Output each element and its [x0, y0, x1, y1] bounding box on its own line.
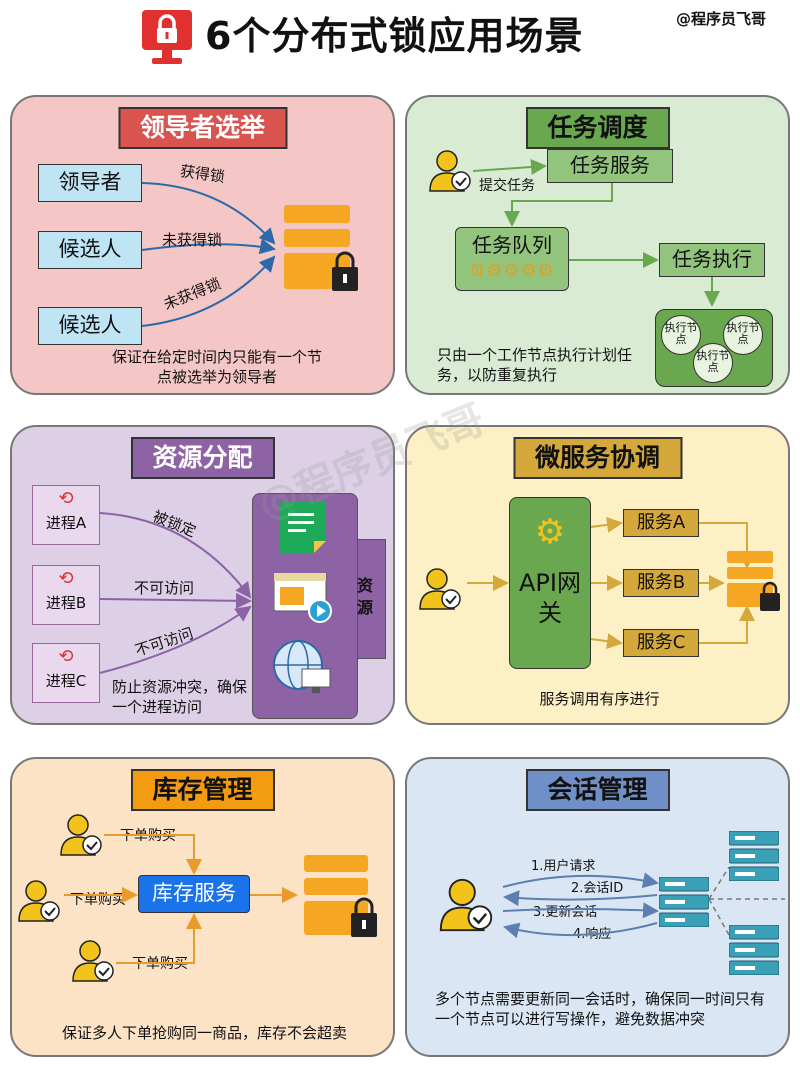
inventory-panel: 库存管理 下单购买 下单购买 下单购买 库存服务 保证多人下单抢购同一商品，库存… — [10, 757, 395, 1057]
user-icon-2 — [419, 568, 461, 610]
session-server-node-2-icon — [729, 925, 779, 975]
candidate-node-1: 候选人 — [38, 231, 142, 269]
exec-node-2-label: 执行节点 — [726, 321, 760, 346]
process-a-label: 进程A — [45, 514, 87, 532]
service-b: 服务B — [623, 569, 699, 597]
task-caption: 只由一个工作节点执行计划任务，以防重复执行 — [437, 346, 633, 384]
exec-node-2: 执行节点 — [723, 315, 763, 355]
session-server-node-1-icon — [729, 831, 779, 881]
service-c: 服务C — [623, 629, 699, 657]
inventory-service-box: 库存服务 — [138, 875, 250, 913]
inventory-caption: 保证多人下单抢购同一商品，库存不会超卖 — [61, 1024, 347, 1042]
page-title: 6个分布式锁应用场景 — [205, 14, 584, 58]
task-executor-box: 任务执行 — [659, 243, 765, 277]
microservice-title: 微服务协调 — [512, 437, 683, 479]
microservice-caption: 服务调用有序进行 — [539, 690, 660, 708]
service-a: 服务A — [623, 509, 699, 537]
video-window-icon — [274, 573, 332, 623]
process-a: ⟲ 进程A — [32, 485, 100, 545]
process-a-icon: ⟲ — [58, 488, 74, 509]
microservice-panel: 微服务协调 ⚙ API网关 服务A 服务B 服务C 服务调用有序进行 — [405, 425, 790, 725]
buyer-icon-3 — [72, 940, 114, 982]
leader-caption: 保证在给定时间内只能有一个节点被选举为领导者 — [112, 348, 323, 386]
process-c-label: 进程C — [45, 672, 87, 690]
buyer-icon-2 — [18, 880, 60, 922]
leader-election-title: 领导者选举 — [117, 107, 288, 149]
api-gateway-box: ⚙ API网关 — [509, 497, 591, 669]
task-service-box: 任务服务 — [547, 149, 673, 183]
exec-node-3-label: 执行节点 — [696, 349, 730, 374]
process-b-label: 进程B — [45, 594, 87, 612]
network-globe-icon — [273, 640, 331, 693]
buyer-icon-1 — [60, 814, 102, 856]
resource-allocation-panel: 资源分配 ⟲ 进程A ⟲ 进程B ⟲ 进程C 被锁定 不可访问 不可访问 资源 — [10, 425, 395, 725]
session-panel: 会话管理 1.用户请求 2.会话ID 3.更新会话 4.响应 多个节点需要更新同… — [405, 757, 790, 1057]
inventory-arrows — [64, 834, 298, 964]
task-arrows — [472, 158, 720, 307]
locked-server-icon — [284, 205, 358, 291]
task-queue-label: 任务队列 — [472, 233, 552, 257]
task-scheduling-title: 任务调度 — [525, 107, 670, 149]
session-arrows — [502, 866, 785, 939]
resource-arrows — [99, 512, 252, 674]
lock-monitor-icon — [142, 10, 192, 64]
process-c: ⟲ 进程C — [32, 643, 100, 703]
process-b: ⟲ 进程B — [32, 565, 100, 625]
resource-caption: 防止资源冲突，确保一个进程访问 — [112, 678, 248, 716]
session-server-main-icon — [659, 877, 709, 927]
task-queue-box: 任务队列 ⚙⚙⚙⚙⚙ — [455, 227, 569, 291]
inventory-title: 库存管理 — [130, 769, 275, 811]
session-caption: 多个节点需要更新同一会话时，确保同一时间只有一个节点可以进行写操作，避免数据冲突 — [435, 990, 766, 1028]
process-c-icon: ⟲ — [58, 646, 74, 667]
task-scheduling-panel: 任务调度 提交任务 任务服务 任务队列 ⚙⚙⚙⚙⚙ 任务执行 执行节点 执行节点… — [405, 95, 790, 395]
leader-arrows — [141, 182, 276, 327]
exec-node-3: 执行节点 — [693, 343, 733, 383]
resource-label: 资源 — [357, 576, 374, 617]
submit-task-label: 提交任务 — [479, 178, 535, 194]
locked-server-icon-2 — [727, 551, 780, 611]
user-icon — [429, 150, 471, 192]
leader-election-panel: 领导者选举 领导者 候选人 候选人 获得锁 未获得锁 未获得锁 保证在给定时间内… — [10, 95, 395, 395]
document-icon — [280, 501, 326, 553]
edge-label-inaccessible-1: 不可访问 — [134, 579, 195, 597]
session-title: 会话管理 — [525, 769, 670, 811]
gateway-label: API网关 — [519, 569, 581, 627]
resource-allocation-title: 资源分配 — [130, 437, 275, 479]
step-2-label: 2.会话ID — [571, 881, 624, 896]
exec-node-1: 执行节点 — [661, 315, 701, 355]
process-b-icon: ⟲ — [58, 568, 74, 589]
exec-node-1-label: 执行节点 — [664, 321, 698, 346]
leader-node: 领导者 — [38, 164, 142, 202]
locked-server-icon-3 — [304, 855, 377, 937]
brand-label: @程序员飞哥 — [676, 10, 767, 28]
candidate-node-2: 候选人 — [38, 307, 142, 345]
edge-label-not-acquired-1: 未获得锁 — [162, 231, 223, 249]
step-1-label: 1.用户请求 — [531, 859, 596, 874]
client-user-icon — [439, 878, 493, 932]
gear-icons: ⚙⚙⚙⚙⚙ — [469, 260, 555, 281]
gateway-gear-icon: ⚙ — [534, 512, 566, 552]
